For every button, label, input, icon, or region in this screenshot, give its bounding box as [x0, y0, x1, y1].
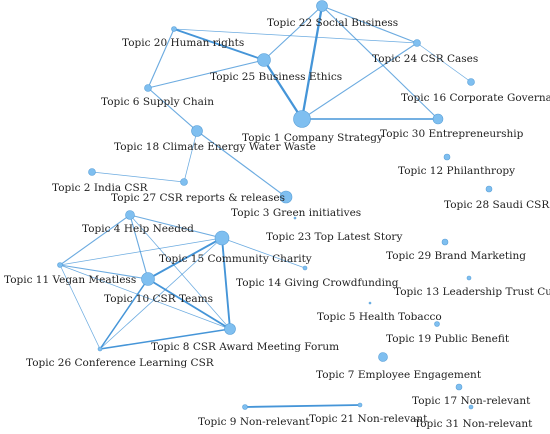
node-t27	[180, 178, 188, 186]
node-label-t9: Topic 9 Non-relevant	[198, 416, 310, 428]
edge-t4-t15	[129, 214, 223, 239]
node-t1	[293, 110, 311, 128]
edge-t1-t25	[262, 58, 304, 121]
edge-t15-t8	[221, 237, 231, 330]
node-label-t24: Topic 24 CSR Cases	[372, 53, 478, 65]
edge-t22-t30	[321, 5, 439, 120]
node-t4	[125, 210, 135, 220]
edge-t6-t18	[147, 87, 198, 132]
edge-t2-t27	[91, 171, 185, 183]
node-label-t10: Topic 10 CSR Teams	[104, 293, 213, 305]
node-label-t30: Topic 30 Entrepreneurship	[380, 128, 524, 140]
node-label-t19: Topic 19 Public Benefit	[386, 333, 510, 345]
node-label-t1: Topic 1 Company Strategy	[242, 132, 383, 144]
node-t19	[434, 321, 440, 327]
node-t18	[191, 125, 203, 137]
edge-t4-t11	[59, 214, 131, 266]
node-label-t22: Topic 22 Social Business	[267, 17, 398, 29]
node-label-t6: Topic 6 Supply Chain	[101, 96, 214, 108]
node-t30	[432, 113, 444, 125]
edge-t4-t10	[129, 214, 149, 280]
edge-t18-t3	[196, 130, 287, 198]
edge-t20-t25	[173, 28, 265, 61]
node-label-t11: Topic 11 Vegan Meatless	[4, 274, 136, 286]
node-label-t5: Topic 5 Health Tobacco	[317, 311, 442, 323]
node-t11	[57, 262, 63, 268]
node-label-t23: Topic 23 Top Latest Story	[266, 231, 402, 243]
edge-t24-t20	[173, 28, 418, 44]
nodes-layer	[57, 0, 493, 410]
node-label-t14: Topic 14 Giving Crowdfunding	[236, 277, 399, 289]
node-label-t18: Topic 18 Climate Energy Water Waste	[114, 141, 316, 153]
node-t3	[279, 190, 293, 204]
node-t31	[468, 404, 474, 410]
edge-t15-t11	[59, 237, 223, 266]
node-t23	[293, 216, 297, 220]
node-t12	[443, 153, 451, 161]
edge-t1-t22	[300, 4, 324, 121]
edge-t10-t8	[147, 278, 231, 330]
node-label-t4: Topic 4 Help Needed	[82, 223, 194, 235]
node-label-t26: Topic 26 Conference Learning CSR	[26, 357, 215, 369]
edge-t4-t8	[129, 214, 231, 330]
edge-t25-t6	[147, 59, 265, 89]
node-label-t12: Topic 12 Philanthropy	[398, 165, 515, 177]
edges-layer	[59, 4, 472, 408]
edge-t15-t10	[147, 237, 223, 280]
node-t24	[413, 39, 421, 47]
node-label-t13: Topic 13 Leadership Trust Culture	[394, 286, 550, 298]
node-t21	[357, 402, 363, 408]
node-t16	[467, 78, 475, 86]
node-t6	[144, 84, 152, 92]
node-label-t29: Topic 29 Brand Marketing	[386, 250, 526, 262]
edge-t15-t14	[221, 237, 306, 269]
node-t8	[224, 323, 236, 335]
node-t9	[242, 404, 248, 410]
edge-t1-t24	[301, 42, 418, 120]
edge-t9-t21	[244, 404, 361, 408]
node-label-t17: Topic 17 Non-relevant	[412, 395, 531, 407]
edge-t18-t27	[183, 130, 198, 183]
node-label-t8: Topic 8 CSR Award Meeting Forum	[151, 341, 339, 353]
node-t25	[257, 53, 271, 67]
node-t28	[485, 185, 493, 193]
node-t2	[88, 168, 96, 176]
edge-t11-t26	[59, 264, 101, 350]
edge-t11-t8	[59, 264, 231, 330]
edge-t8-t26	[99, 328, 231, 350]
edge-t10-t11	[59, 264, 149, 280]
edge-t24-t16	[416, 42, 472, 83]
edge-t15-t26	[99, 237, 223, 350]
node-t15	[214, 230, 230, 246]
node-t17	[455, 383, 463, 391]
node-label-t25: Topic 25 Business Ethics	[210, 71, 342, 83]
node-t13	[466, 275, 472, 281]
node-label-t16: Topic 16 Corporate Governance	[401, 92, 550, 104]
node-t20	[171, 26, 177, 32]
node-t7	[378, 352, 388, 362]
node-label-t3: Topic 3 Green initiatives	[231, 207, 361, 219]
node-label-t15: Topic 15 Community Charity	[159, 253, 312, 265]
node-t14	[302, 265, 308, 271]
node-label-t21: Topic 21 Non-relevant	[309, 413, 428, 425]
node-label-t2: Topic 2 India CSR	[52, 182, 149, 194]
edge-t20-t6	[147, 28, 175, 89]
node-label-t27: Topic 27 CSR reports & releases	[111, 192, 285, 204]
node-label-t20: Topic 20 Human rights	[122, 37, 244, 49]
edge-t22-t24	[321, 5, 418, 44]
node-t5	[368, 301, 372, 305]
edge-t22-t25	[263, 5, 323, 61]
edge-t10-t26	[99, 278, 149, 350]
node-label-t7: Topic 7 Employee Engagement	[316, 369, 482, 381]
node-t26	[97, 346, 103, 352]
node-t22	[316, 0, 328, 12]
node-t29	[441, 238, 449, 246]
node-t10	[141, 272, 155, 286]
node-label-t28: Topic 28 Saudi CSR	[444, 199, 550, 211]
node-label-t31: Topic 31 Non-relevant	[414, 418, 533, 430]
